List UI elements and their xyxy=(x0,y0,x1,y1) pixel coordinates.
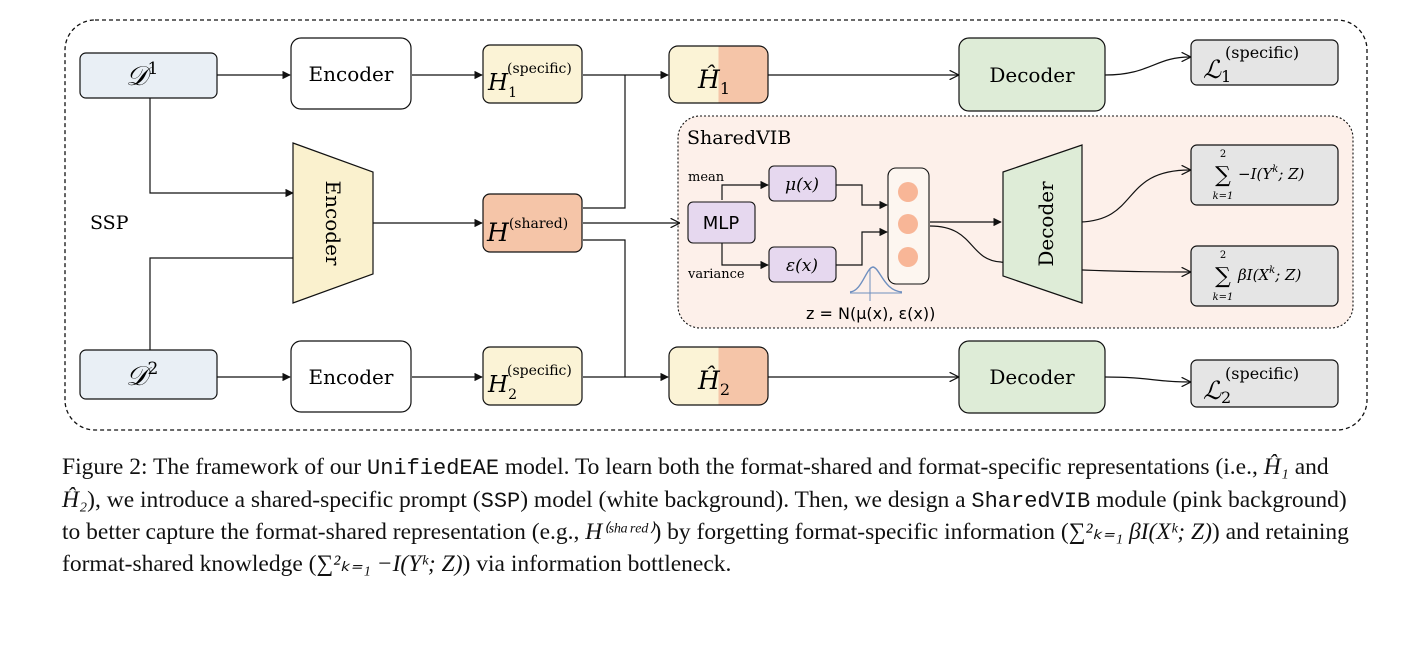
decoder-bottom xyxy=(958,340,1106,414)
h2-specific-label: H2(specific) xyxy=(487,363,572,403)
svg-text:∑: ∑ xyxy=(1215,163,1231,188)
sharedvib-title: SharedVIB xyxy=(687,127,791,149)
mlp-label: MLP xyxy=(703,213,740,234)
latent-node xyxy=(898,214,918,234)
svg-text:2: 2 xyxy=(1220,149,1226,160)
h1-hat-label: Ĥ1 xyxy=(697,65,730,98)
variance-label: variance xyxy=(687,267,745,282)
encoder-bottom xyxy=(290,340,412,413)
ssp-container xyxy=(64,19,1368,431)
encoder-shared-label: Encoder xyxy=(321,181,345,266)
ssp-label: SSP xyxy=(90,212,129,234)
loss-l1-label: ℒ1(specific) xyxy=(1203,43,1299,86)
gaussian-curve-icon xyxy=(849,266,903,301)
decoder-vib-label: Decoder xyxy=(1034,181,1058,267)
loss-l2-label: ℒ2(specific) xyxy=(1203,364,1299,407)
mean-label: mean xyxy=(688,170,725,185)
svg-text:−I(Yk; Z): −I(Yk; Z) xyxy=(1238,164,1305,183)
latent-node xyxy=(898,247,918,267)
svg-text:∑: ∑ xyxy=(1215,264,1231,289)
svg-text:βI(Xk; Z): βI(Xk; Z) xyxy=(1237,265,1301,284)
model-name: UnifiedEAE xyxy=(367,456,500,481)
eps-block xyxy=(768,246,837,283)
loss-l2 xyxy=(1190,359,1339,408)
input-d2 xyxy=(79,349,218,400)
latent-node xyxy=(898,182,918,202)
h2-specific xyxy=(482,346,583,406)
loss-l1 xyxy=(1190,39,1339,86)
h2-hat xyxy=(668,346,769,406)
svg-text:k=1: k=1 xyxy=(1213,292,1234,303)
h-shared-label: H(shared) xyxy=(486,216,568,247)
encoder-bottom-label: Encoder xyxy=(309,365,394,389)
loss-vib-forget-label: 2 ∑ k=1 βI(Xk; Z) xyxy=(1213,250,1302,303)
h2-hat-label: Ĥ2 xyxy=(697,366,730,399)
encoder-top-label: Encoder xyxy=(309,62,394,86)
decoder-top-label: Decoder xyxy=(989,63,1075,87)
decoder-top xyxy=(958,37,1106,112)
mlp-block xyxy=(687,201,756,244)
encoder-shared xyxy=(292,142,374,304)
mu-label: μ(x) xyxy=(785,175,819,195)
loss-vib-forget xyxy=(1190,245,1339,307)
loss-vib-retain xyxy=(1190,144,1339,206)
framework-diagram: SSP SharedVIB 𝒟1 𝒟2 Encoder xyxy=(64,19,1368,431)
caption-figure-label: Figure 2: xyxy=(62,454,148,480)
decoder-bottom-label: Decoder xyxy=(989,365,1075,389)
mu-block xyxy=(768,165,837,202)
h-shared xyxy=(482,193,583,253)
encoder-top xyxy=(290,37,412,110)
decoder-vib xyxy=(1002,144,1083,304)
input-d1 xyxy=(79,52,218,99)
eps-label: ε(x) xyxy=(786,256,818,276)
z-formula: z = N(μ(x), ε(x)) xyxy=(806,304,935,323)
svg-text:2: 2 xyxy=(1220,250,1226,261)
h1-hat xyxy=(668,45,769,104)
loss-vib-retain-label: 2 ∑ k=1 −I(Yk; Z) xyxy=(1213,149,1305,202)
h1-specific-label: H1(specific) xyxy=(487,61,572,101)
svg-text:k=1: k=1 xyxy=(1213,191,1234,202)
figure-caption: Figure 2: The framework of our UnifiedEA… xyxy=(62,454,1349,577)
h1-specific xyxy=(482,44,583,104)
